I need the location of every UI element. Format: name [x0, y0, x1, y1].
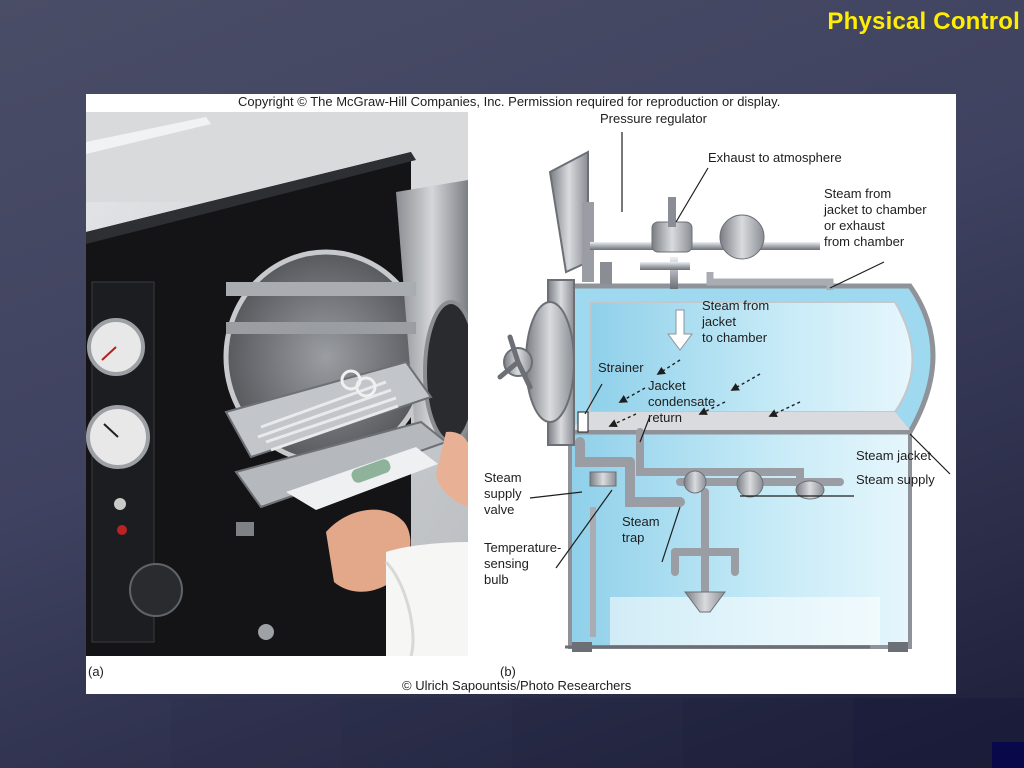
- label-line: supply: [484, 486, 522, 501]
- label-line: or exhaust: [824, 218, 885, 233]
- label-steam-jacket: Steam jacket: [856, 448, 932, 463]
- corner-square: [992, 742, 1024, 768]
- label-line: Steam: [484, 470, 522, 485]
- copyright-notice: Copyright © The McGraw-Hill Companies, I…: [238, 94, 781, 109]
- panel-b-label: (b): [500, 664, 516, 679]
- autoclave-figure: Copyright © The McGraw-Hill Companies, I…: [86, 94, 956, 694]
- label-line: valve: [484, 502, 514, 517]
- label-line: bulb: [484, 572, 509, 587]
- label-strainer: Strainer: [598, 360, 644, 375]
- label-line: jacket to chamber: [823, 202, 927, 217]
- label-line: Steam from: [824, 186, 891, 201]
- photo-credit: © Ulrich Sapountsis/Photo Researchers: [402, 678, 632, 693]
- label-line: jacket: [701, 314, 736, 329]
- label-line: from chamber: [824, 234, 905, 249]
- label-line: to chamber: [702, 330, 768, 345]
- label-steam-supply: Steam supply: [856, 472, 935, 487]
- panel-a-label: (a): [88, 664, 104, 679]
- decorative-bottom-band: [0, 698, 1024, 768]
- label-line: Steam from: [702, 298, 769, 313]
- label-line: condensate: [648, 394, 715, 409]
- label-line: sensing: [484, 556, 529, 571]
- label-pressure-regulator: Pressure regulator: [600, 112, 708, 126]
- label-line: return: [648, 410, 682, 425]
- autoclave-diagram: Pressure regulator Exhaust to atmosphere…: [470, 111, 956, 662]
- label-line: Steam: [622, 514, 660, 529]
- label-line: Temperature-: [484, 540, 561, 555]
- label-line: trap: [622, 530, 644, 545]
- autoclave-photo: [86, 112, 468, 656]
- slide-title: Physical Control: [827, 8, 1020, 35]
- label-line: Jacket: [648, 378, 686, 393]
- label-exhaust: Exhaust to atmosphere: [708, 150, 842, 165]
